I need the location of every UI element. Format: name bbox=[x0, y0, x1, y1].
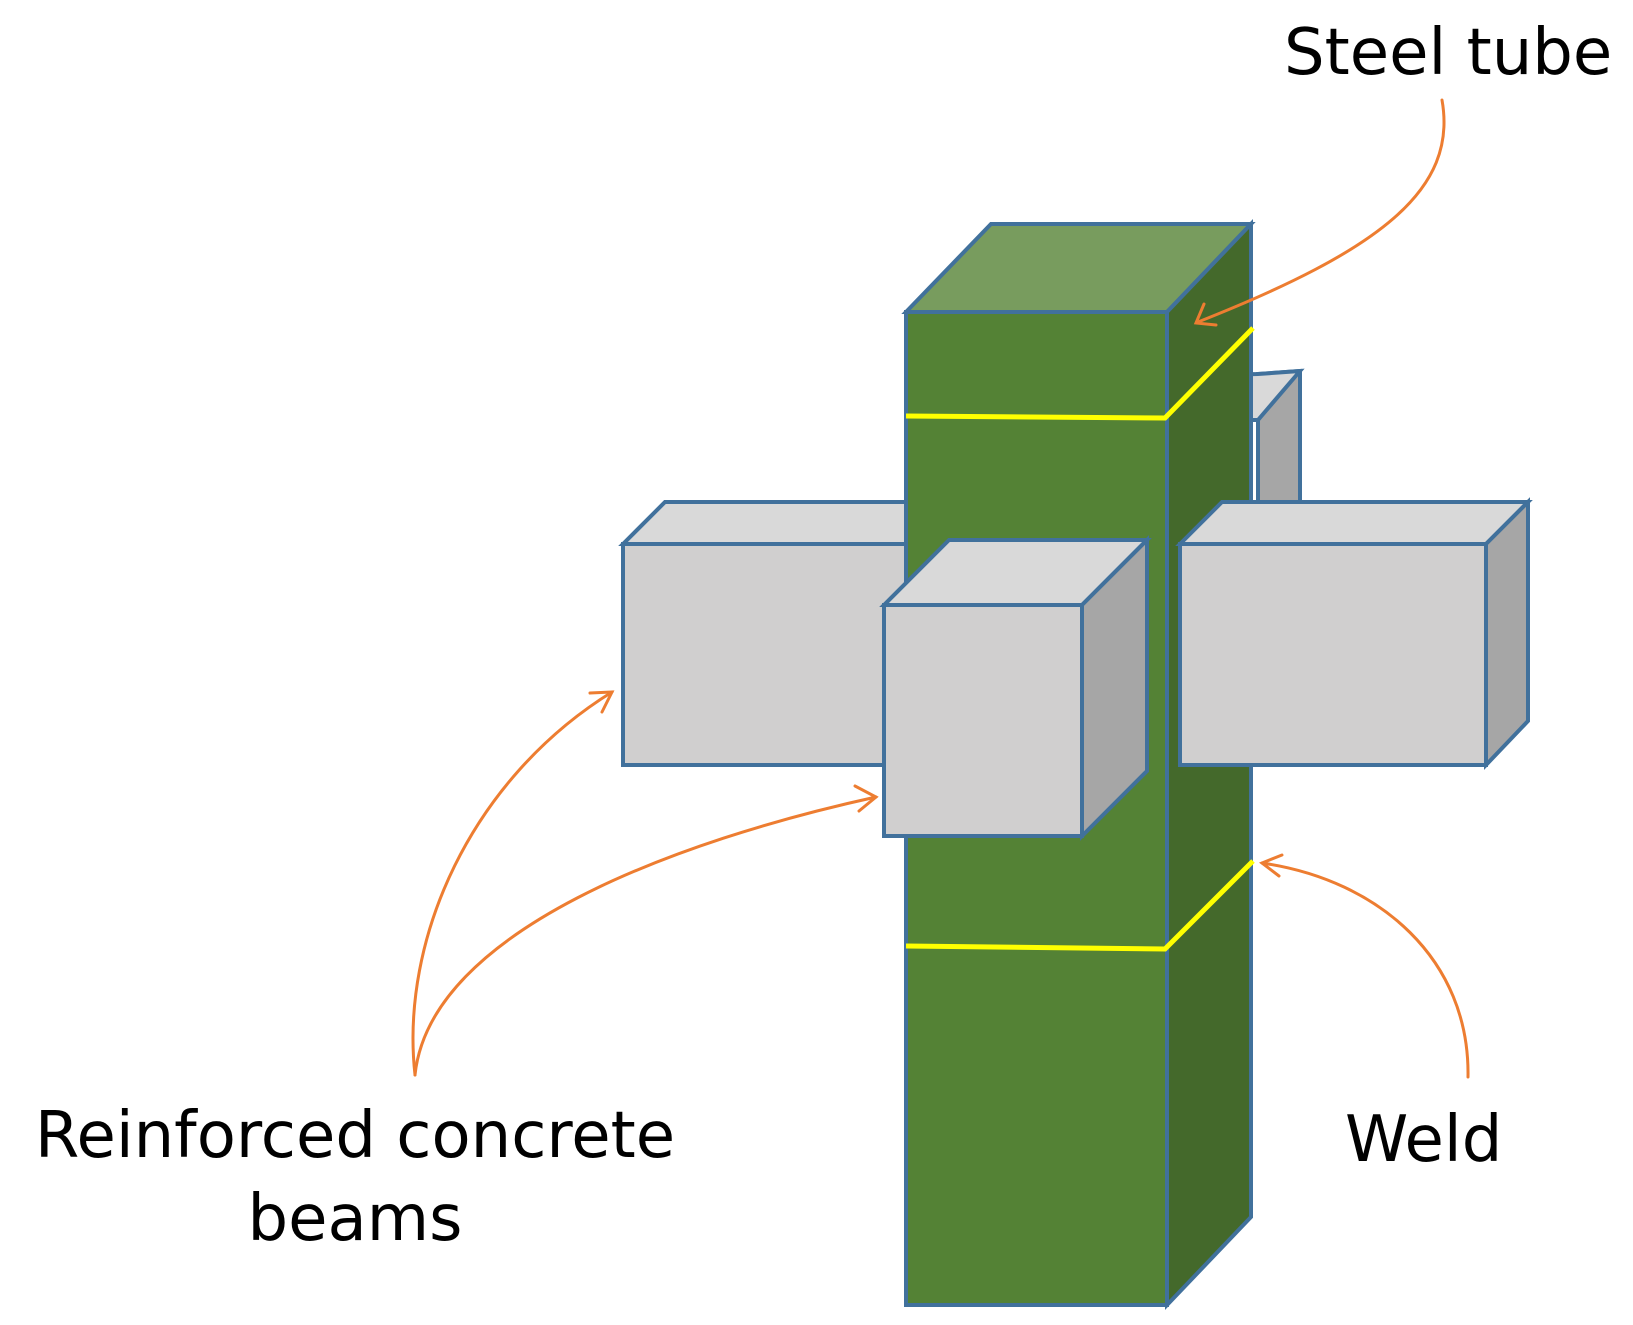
weld-line-upper bbox=[905, 326, 1255, 421]
right-beam-front bbox=[1178, 542, 1488, 767]
rc-arrowhead-left-beam bbox=[588, 690, 615, 714]
rc-arrowhead-front-beam bbox=[853, 784, 879, 813]
reinforced-concrete-beams-label: Reinforced concrete beams bbox=[10, 1095, 700, 1261]
rc-label-line1: Reinforced concrete bbox=[34, 1099, 676, 1173]
weld-arrowhead bbox=[1258, 853, 1284, 878]
left-beam-front bbox=[621, 542, 925, 767]
rc-arrow-front-beam bbox=[413, 795, 878, 1077]
right-beam-side bbox=[1484, 497, 1530, 770]
steel-tube-label: Steel tube bbox=[1284, 16, 1613, 90]
right-beam-top bbox=[1175, 500, 1533, 546]
front-beam-front bbox=[882, 603, 1084, 838]
left-beam bbox=[618, 500, 925, 767]
front-beam bbox=[879, 535, 1152, 841]
rc-label-line2: beams bbox=[247, 1182, 463, 1257]
steel-tube-arrowhead bbox=[1193, 302, 1218, 327]
steel-tube-arrow bbox=[1196, 98, 1446, 324]
weld-arrow bbox=[1260, 861, 1470, 1079]
rc-arrow-left-beam bbox=[411, 690, 614, 1077]
left-beam-top bbox=[618, 500, 922, 546]
annotation-arrows bbox=[411, 98, 1470, 1079]
weld-line-lower bbox=[905, 859, 1255, 952]
weld-label: Weld bbox=[1345, 1103, 1503, 1177]
right-beam bbox=[1175, 497, 1533, 770]
